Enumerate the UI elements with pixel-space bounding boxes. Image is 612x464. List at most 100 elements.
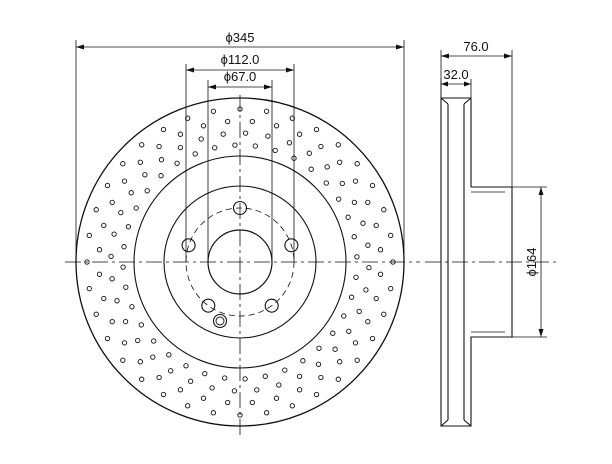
- drilled-hole: [198, 136, 204, 142]
- drilled-hole: [200, 123, 207, 129]
- drilled-hole: [156, 374, 162, 381]
- drilled-hole: [121, 244, 127, 250]
- dim-67-arrow-left: [208, 84, 216, 90]
- drilled-hole: [323, 180, 329, 186]
- drilled-hole: [262, 373, 268, 379]
- drilled-hole: [332, 346, 338, 352]
- drilled-hole: [86, 232, 92, 239]
- drilled-hole: [273, 395, 280, 401]
- drilled-hole: [381, 311, 387, 317]
- drilled-hole: [373, 295, 379, 302]
- drilled-hole: [111, 231, 117, 237]
- drilled-hole: [354, 357, 360, 363]
- drilled-hole: [313, 126, 320, 133]
- drilled-hole: [109, 318, 115, 325]
- hub-face-circle: [163, 185, 317, 339]
- drilled-hole: [286, 140, 293, 146]
- drilled-hole: [101, 295, 107, 302]
- drilled-hole: [365, 242, 371, 248]
- drilled-hole: [120, 161, 126, 167]
- drilled-hole: [118, 209, 124, 216]
- side-bottom-chamfer-right: [463, 419, 472, 427]
- drilled-hole: [315, 361, 322, 367]
- drilled-hole: [84, 259, 90, 265]
- drilled-hole: [151, 338, 157, 344]
- drilled-hole: [86, 285, 92, 292]
- drilled-hole: [177, 387, 184, 393]
- drilled-hole: [337, 359, 343, 365]
- drilled-hole: [330, 330, 336, 336]
- drilled-hole: [388, 285, 394, 292]
- drilled-hole: [341, 313, 347, 319]
- drilled-hole: [282, 367, 288, 373]
- bolt-hole: [264, 298, 279, 313]
- drilled-hole: [96, 271, 103, 277]
- drilled-hole: [185, 115, 191, 121]
- drilled-hole: [120, 264, 126, 270]
- drilled-hole: [390, 259, 396, 265]
- drilled-hole: [237, 106, 243, 112]
- drilled-hole: [142, 172, 148, 178]
- dim-32-arrow-right: [464, 81, 471, 87]
- drilled-hole: [109, 199, 115, 206]
- drilled-hole: [166, 352, 172, 358]
- drilled-hole: [177, 131, 184, 137]
- label-hat-diameter: ϕ164: [524, 248, 539, 277]
- drilled-hole: [160, 391, 167, 398]
- drilled-hole: [122, 318, 129, 325]
- dim-32-arrow-left: [441, 81, 448, 87]
- drilled-hole: [220, 131, 226, 137]
- drilled-hole: [352, 340, 359, 346]
- drilled-hole: [265, 133, 271, 139]
- side-dimensions: [440, 50, 547, 338]
- drilled-hole: [225, 118, 231, 125]
- drilled-hole: [377, 271, 384, 277]
- bolt-hole: [232, 200, 248, 216]
- drilled-hole: [137, 359, 143, 365]
- drilled-hole: [249, 118, 255, 125]
- drilled-hole: [123, 284, 129, 290]
- drilled-hole: [177, 144, 184, 151]
- hat-edge-circle: [133, 155, 347, 369]
- dim-112-arrow-right: [286, 67, 294, 73]
- drilled-hole: [168, 368, 174, 374]
- drilled-hole: [363, 287, 369, 293]
- drilled-hole: [346, 328, 352, 334]
- drilled-hole: [128, 190, 134, 196]
- front-view: [65, 95, 420, 438]
- label-bolt-circle: ϕ112.0: [221, 52, 260, 67]
- drilled-hole: [289, 115, 295, 121]
- drilled-hole: [96, 247, 103, 253]
- drilled-hole: [388, 232, 394, 239]
- drilled-hole: [237, 412, 243, 418]
- drilled-hole: [336, 196, 342, 202]
- drilled-hole: [369, 335, 376, 342]
- label-disc-thickness: 32.0: [443, 67, 468, 82]
- drilled-hole: [313, 391, 320, 398]
- drilled-hole: [339, 180, 345, 187]
- side-bottom-chamfer-left: [440, 419, 449, 427]
- drilled-hole: [121, 178, 128, 184]
- drilled-hole: [296, 387, 303, 393]
- drilled-hole: [353, 274, 359, 280]
- drilled-hole: [120, 357, 126, 363]
- drilled-hole: [187, 378, 194, 384]
- drilled-hole: [308, 166, 314, 172]
- drilled-hole: [366, 264, 372, 271]
- drilled-hole: [369, 182, 376, 189]
- drilled-hole: [210, 108, 217, 114]
- dim-76-arrow-left: [441, 53, 449, 59]
- dim-345-arrow-right: [396, 44, 404, 50]
- label-center-bore: ϕ67.0: [224, 69, 257, 84]
- drilled-hole: [174, 160, 180, 166]
- bolt-hole: [181, 238, 196, 253]
- front-dimensions: [75, 40, 405, 262]
- drilled-hole: [351, 234, 357, 240]
- drilled-hole: [360, 220, 366, 226]
- drilled-hole: [249, 399, 255, 406]
- side-view: [425, 97, 560, 427]
- drilled-hole: [222, 375, 228, 381]
- drilled-hole: [104, 335, 111, 342]
- drilled-hole: [156, 143, 162, 150]
